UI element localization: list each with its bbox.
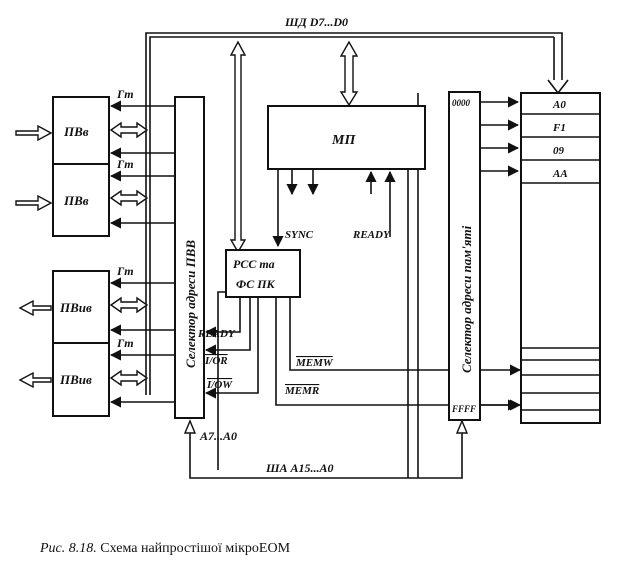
memr-label: MEMR: [284, 385, 319, 397]
sync-signal: SYNC READY: [272, 170, 391, 248]
control-block: РСС та ФС ПК: [225, 249, 301, 298]
gt-label-1: Гт: [116, 87, 134, 101]
input-port-2-label: ПВв: [63, 193, 89, 208]
memory-select-lines: [480, 96, 520, 411]
memory-cell-2: 09: [553, 145, 565, 157]
caption-figure-number: Рис. 8.18.: [40, 541, 97, 556]
output-port-2-label: ПВив: [59, 372, 92, 387]
gt-label-2: Гт: [116, 157, 134, 171]
port-select-lines: [109, 147, 175, 408]
ready-io-label: READY: [197, 328, 236, 340]
port-data-links: [109, 121, 149, 387]
control-label-2: ФС ПК: [236, 277, 276, 291]
ior-label: I/OR: [204, 355, 228, 367]
output-port-2: ПВив: [52, 342, 110, 417]
io-address-selector: Селектор адреси ПВВ: [174, 96, 205, 419]
data-bus-to-control: [229, 40, 247, 254]
control-label-1: РСС та: [233, 257, 275, 271]
input-port-2: ПВв: [52, 163, 110, 237]
mp-label: МП: [331, 133, 356, 148]
mem-selector-label: Селектор адреси пам'яті: [459, 225, 474, 373]
caption-text: Схема найпростішої мікроЕОМ: [96, 541, 291, 556]
memory-array: A0 F1 09 AA: [520, 92, 601, 424]
figure-caption: Рис. 8.18. Схема найпростішої мікроЕОМ: [40, 541, 290, 557]
gt-label-3: Гт: [116, 264, 134, 278]
gt-label-4: Гт: [116, 336, 134, 350]
input-port-1: ПВв: [52, 96, 110, 165]
iow-label: I/OW: [206, 379, 233, 391]
memory-cell-3: AA: [552, 168, 568, 180]
memory-cell-0: A0: [552, 99, 566, 111]
output-port-1-label: ПВив: [59, 300, 92, 315]
microprocessor: МП: [267, 105, 426, 237]
mem-selector-top: 0000: [452, 98, 471, 108]
mem-selector-bottom: FFFF: [451, 404, 476, 414]
memory-cell-1: F1: [552, 122, 566, 134]
address-bus-label: ША A15...A0: [265, 461, 334, 475]
output-port-1: ПВив: [52, 270, 110, 344]
data-bus: ШД D7...D0: [145, 15, 569, 395]
data-bus-label: ШД D7...D0: [284, 15, 348, 29]
input-port-1-label: ПВв: [63, 124, 89, 139]
external-arrows: [15, 124, 53, 389]
gate-signals: Гт Гт Гт Гт: [109, 87, 175, 361]
sync-label: SYNC: [285, 229, 314, 241]
data-bus-to-mp: [339, 40, 359, 107]
ready-mp-label: READY: [352, 229, 391, 241]
memory-address-selector: Селектор адреси пам'яті 0000 FFFF: [448, 91, 481, 421]
io-selector-label: Селектор адреси ПВВ: [183, 240, 198, 368]
control-signals: READY I/OR I/OW MEMW MEMR: [197, 291, 522, 470]
memw-label: MEMW: [295, 357, 334, 369]
